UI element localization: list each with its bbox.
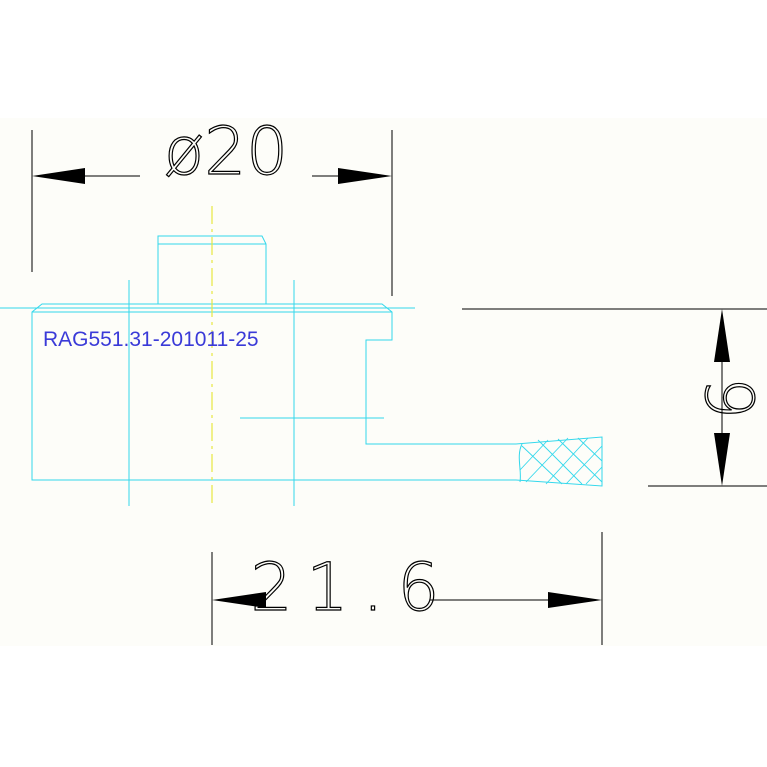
arrowhead-bottom [714, 433, 730, 486]
drawing-area [0, 118, 767, 646]
arrowhead-top [714, 309, 730, 362]
cross-hatching [519, 437, 603, 485]
arrowhead-left [32, 168, 85, 184]
top-boss [157, 235, 267, 304]
section-boundary [518, 443, 523, 483]
length-dimension [211, 532, 603, 645]
length-dimension-text: 21.6 [251, 549, 454, 626]
arrowhead-left [212, 592, 266, 608]
part-label: RAG551.31-201011-25 [43, 328, 259, 351]
diameter-dimension-text: ø20 [164, 113, 288, 190]
arrowhead-right [338, 168, 392, 184]
diameter-dimension [31, 130, 393, 296]
body-outline [31, 303, 603, 487]
arrowhead-right [548, 592, 602, 608]
height-dimension-text: 9 [690, 377, 767, 419]
height-dimension [462, 308, 767, 487]
